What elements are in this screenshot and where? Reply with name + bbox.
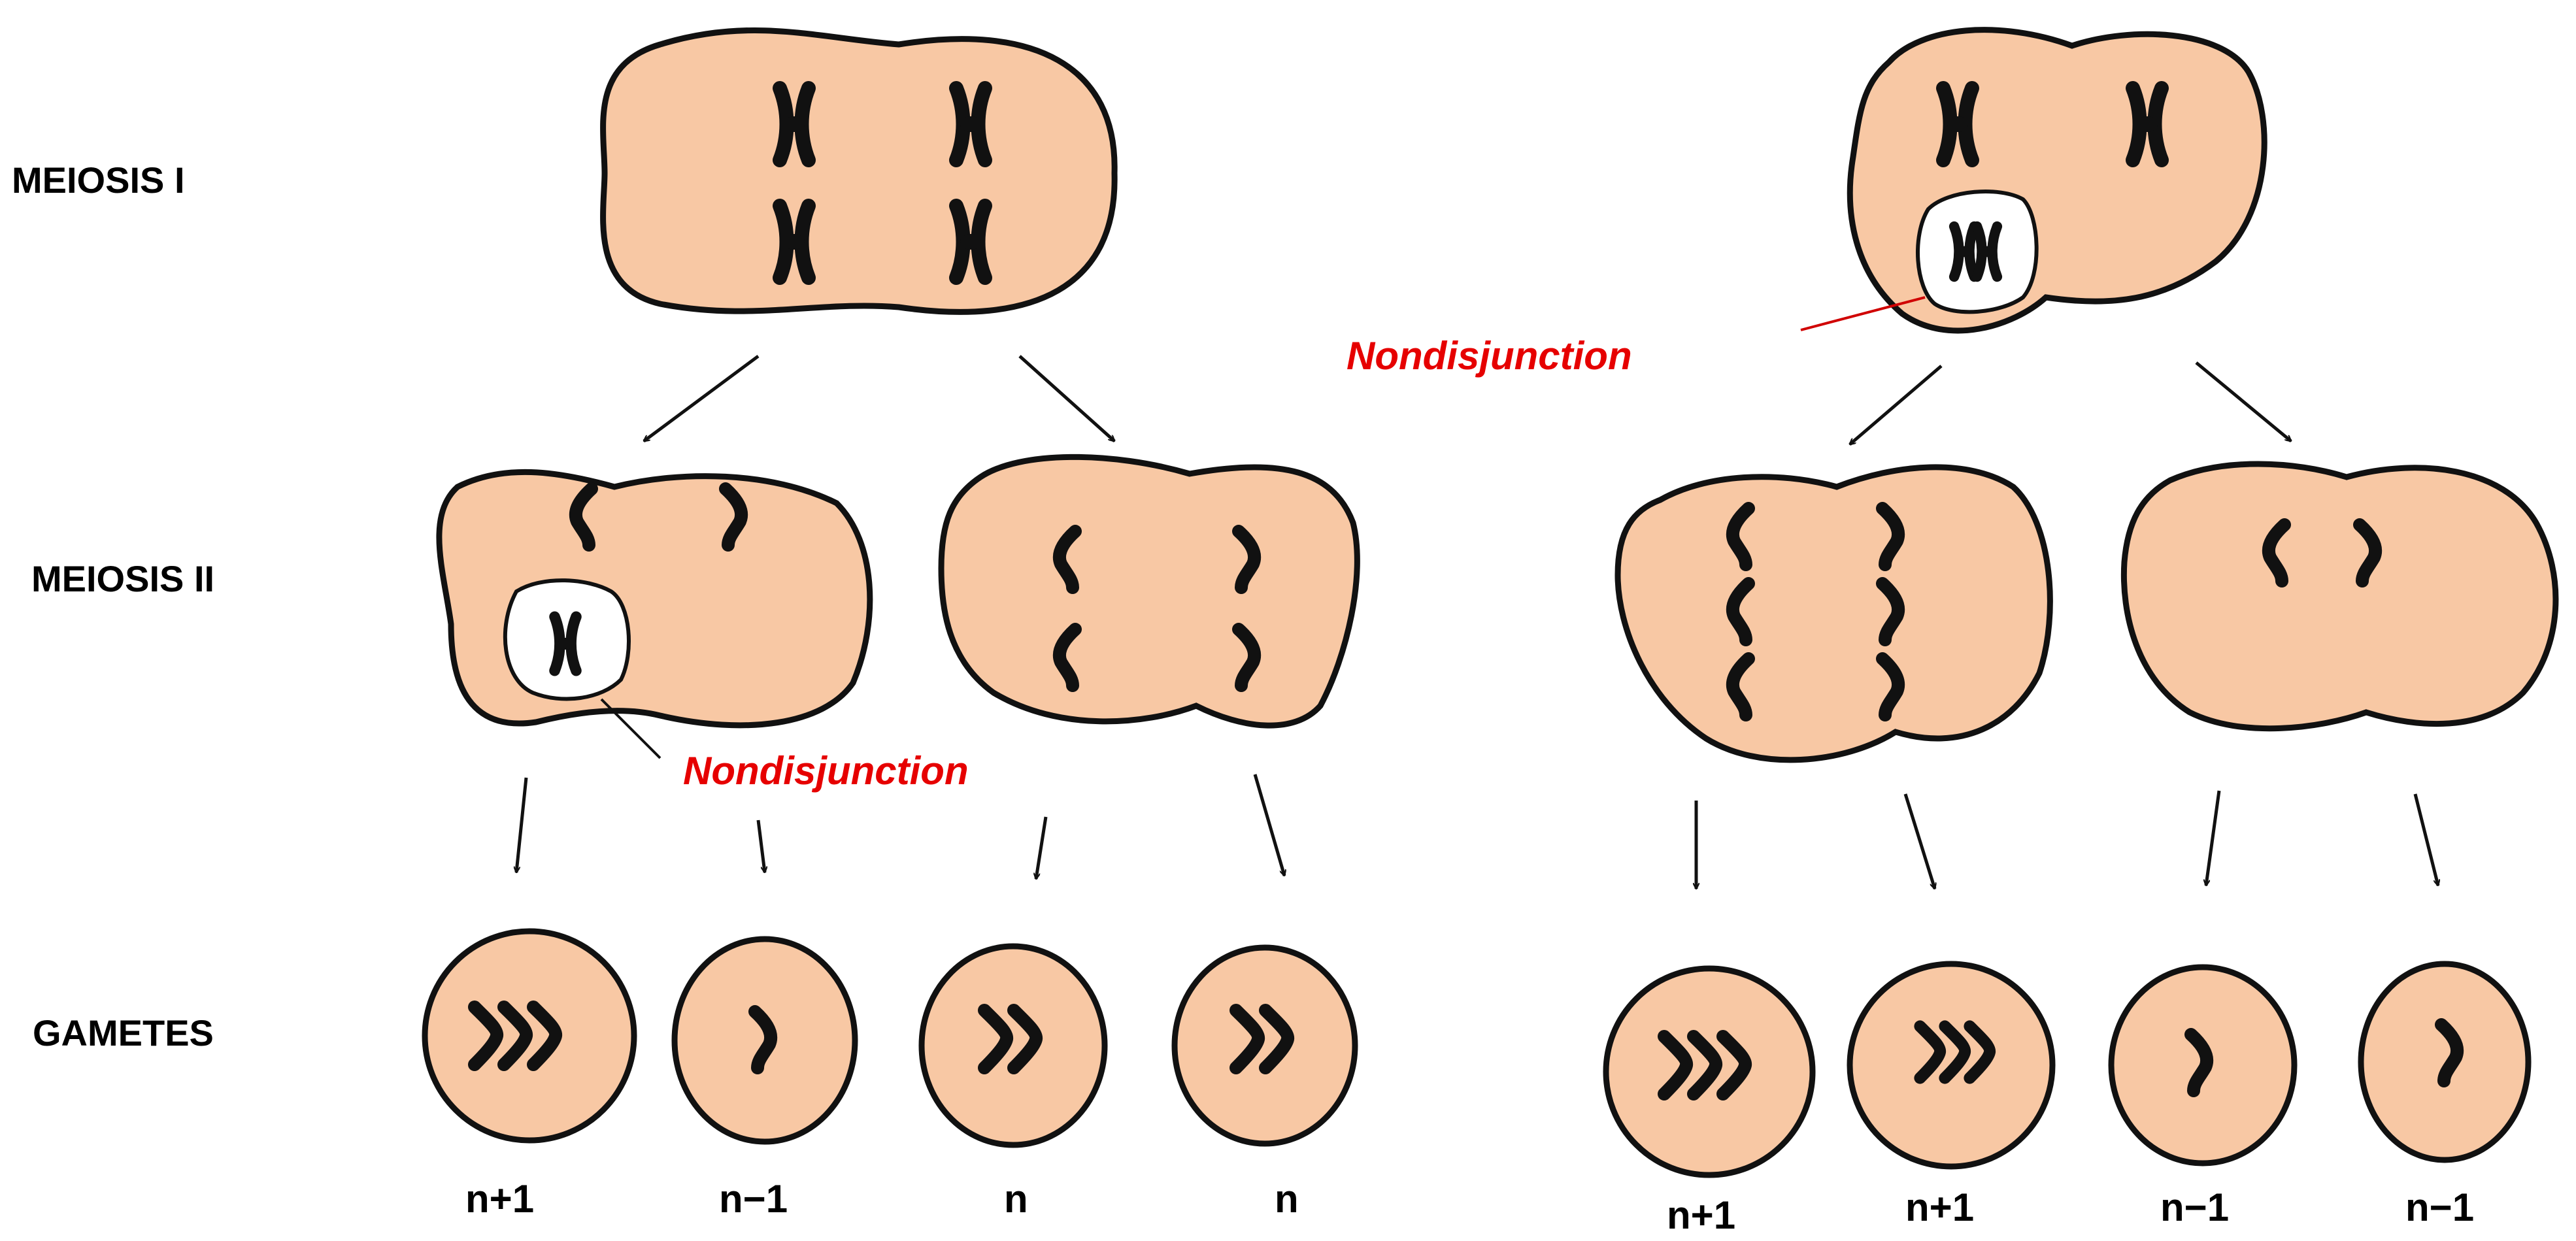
arrow bbox=[516, 777, 528, 872]
gamete-ploidy-label: n bbox=[1275, 1177, 1299, 1221]
nondisjunction-pointer-left bbox=[600, 698, 661, 759]
nondisjunction-label-left: Nondisjunction bbox=[683, 749, 969, 793]
gamete-ploidy-label: n−1 bbox=[2160, 1185, 2229, 1229]
arrow bbox=[644, 354, 760, 443]
meiosis-2-cell-4 bbox=[2120, 461, 2559, 732]
arrow bbox=[1253, 774, 1284, 876]
gamete-cell bbox=[918, 943, 1108, 1148]
stage-label-gametes: GAMETES bbox=[33, 1012, 214, 1053]
arrow bbox=[756, 819, 765, 872]
arrow bbox=[2195, 361, 2291, 441]
arrow bbox=[2206, 790, 2221, 885]
gamete-ploidy-label: n−1 bbox=[719, 1177, 788, 1221]
arrow bbox=[1018, 355, 1114, 441]
gamete-ploidy-label: n bbox=[1004, 1177, 1028, 1221]
nondisjunction-label-right: Nondisjunction bbox=[1347, 334, 1632, 378]
gamete-ploidy-label: n+1 bbox=[1667, 1193, 1735, 1237]
arrow bbox=[1036, 816, 1048, 879]
parent-cell-right bbox=[1847, 27, 2267, 334]
gamete-ploidy-label: n+1 bbox=[1905, 1185, 1974, 1229]
stage-label-meiosis-1: MEIOSIS I bbox=[12, 159, 185, 201]
nondisjunction-pointer-right bbox=[1800, 296, 1926, 331]
gamete-cell bbox=[2358, 961, 2532, 1163]
stage-label-meiosis-2: MEIOSIS II bbox=[31, 558, 214, 599]
meiosis-2-cell-2 bbox=[938, 454, 1360, 729]
arrow bbox=[1903, 793, 1935, 889]
gamete-cell bbox=[1171, 944, 1358, 1147]
arrow bbox=[2413, 793, 2438, 885]
arrow bbox=[1850, 365, 1943, 444]
gamete-ploidy-label: n+1 bbox=[465, 1177, 534, 1221]
meiosis-2-cell-3 bbox=[1614, 464, 2053, 763]
gamete-ploidy-label: n−1 bbox=[2405, 1185, 2474, 1229]
meiosis-2-cell-1 bbox=[436, 469, 873, 729]
parent-cell-left bbox=[600, 27, 1118, 315]
